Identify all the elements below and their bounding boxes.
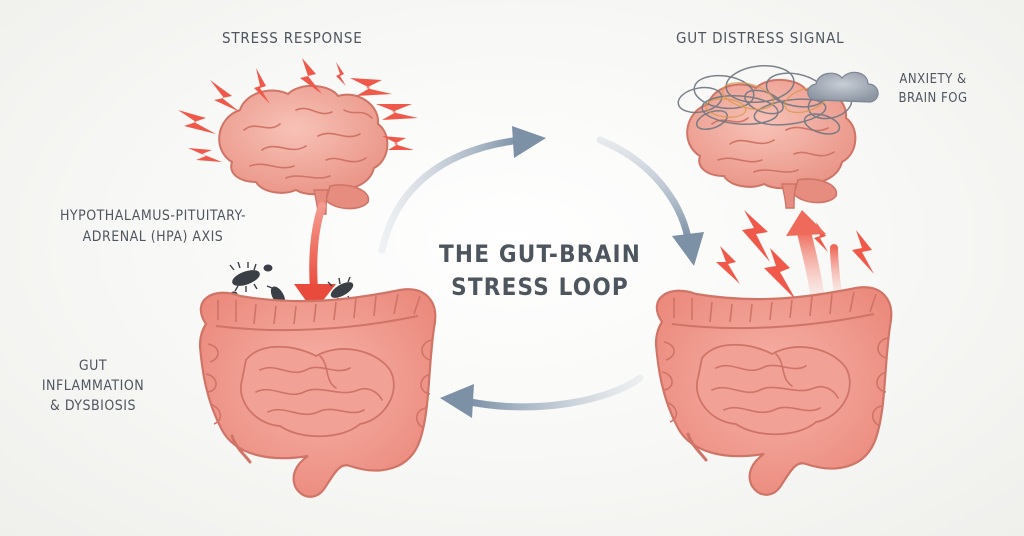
- cerebellum-right: [793, 178, 838, 204]
- bolt-icon: [716, 246, 740, 284]
- bacteria: [229, 261, 354, 310]
- gut-distress-signal-label: GUT DISTRESS SIGNAL: [676, 28, 876, 48]
- colon-sides-left: [205, 339, 433, 429]
- bolt-icon: [300, 58, 322, 94]
- appendix-right: [686, 432, 708, 462]
- gut-distress-signal-text: GUT DISTRESS SIGNAL: [676, 29, 845, 47]
- colon-sides-right: [661, 337, 889, 427]
- cycle-arrow-right: [596, 136, 692, 242]
- bolt-icon: [210, 80, 240, 112]
- colon-rim-left: [215, 315, 419, 332]
- gut-line-1: GUT: [78, 358, 108, 374]
- tangled-thoughts-accent: [705, 82, 828, 118]
- brain-folds-left: [243, 107, 373, 179]
- fog-cloud-icon: [807, 71, 879, 103]
- anxiety-brain-fog-label: ANXIETY & BRAIN FOG: [878, 70, 988, 108]
- bolt-icon: [178, 110, 216, 134]
- right-gut: [654, 286, 893, 496]
- brain-shape-left: [218, 85, 389, 196]
- left-gut: [198, 288, 437, 498]
- gut-signal-shaft: [797, 225, 825, 307]
- colon-haustra-right: [673, 291, 877, 323]
- bolt-icon: [764, 248, 796, 300]
- hpa-line-1: HYPOTHALAMUS-PITUITARY-: [59, 208, 247, 224]
- brain-stem-right: [781, 183, 797, 209]
- stress-response-text: STRESS RESPONSE: [222, 29, 363, 47]
- left-brain: [218, 85, 389, 215]
- gut-signal-arrowhead: [786, 210, 826, 236]
- bolt-icon: [188, 148, 222, 162]
- bolt-icon: [382, 136, 414, 150]
- bolt-icon: [350, 78, 392, 96]
- bolt-icon: [336, 62, 346, 86]
- bolt-icon: [814, 222, 828, 252]
- diagram-title: THE GUT-BRAIN STRESS LOOP: [420, 238, 660, 304]
- stress-bolts: [178, 58, 418, 162]
- cycle-arrowhead-right: [672, 232, 704, 266]
- colon-rim-right: [671, 313, 875, 330]
- bolt-icon: [742, 210, 770, 262]
- hpa-arrow-shaft: [309, 202, 326, 294]
- anxiety-line-2: BRAIN FOG: [898, 91, 968, 106]
- title-line-2: STRESS LOOP: [451, 273, 629, 301]
- bacterium-icon: [327, 276, 354, 304]
- bolt-icon: [852, 230, 874, 274]
- brain-folds-right: [711, 117, 835, 173]
- small-intestine-loops-right: [711, 353, 839, 414]
- bacterium-icon: [263, 264, 273, 272]
- gut-line-3: & DYSBIOSIS: [50, 398, 136, 414]
- cycle-arrowhead-top: [512, 126, 546, 158]
- anxiety-line-1: ANXIETY &: [899, 72, 967, 87]
- title-line-1: THE GUT-BRAIN: [439, 240, 641, 268]
- cycle-arrow-bottom: [466, 374, 644, 411]
- cycle-arrow-top: [378, 136, 524, 254]
- cycle-arrowhead-bottom: [440, 384, 474, 418]
- hpa-axis-label: HYPOTHALAMUS-PITUITARY- ADRENAL (HPA) AX…: [18, 206, 288, 248]
- distress-bolts: [716, 210, 874, 300]
- bolt-icon: [254, 68, 270, 104]
- hpa-line-2: ADRENAL (HPA) AXIS: [82, 229, 224, 245]
- colon-haustra-left: [217, 293, 421, 325]
- gut-signal-arrow: [786, 210, 842, 307]
- gut-inflammation-label: GUT INFLAMMATION & DYSBIOSIS: [38, 356, 148, 416]
- bolt-icon: [376, 104, 418, 120]
- stress-response-label: STRESS RESPONSE: [222, 28, 392, 48]
- right-brain: [677, 64, 857, 209]
- appendix-left: [230, 434, 252, 464]
- cycle-arrows: [378, 126, 704, 418]
- hpa-arrow: [294, 202, 336, 312]
- gut-line-2: INFLAMMATION: [41, 378, 145, 394]
- cerebellum-left: [325, 184, 370, 210]
- small-intestine-loops-left: [255, 355, 383, 416]
- gut-signal-shaft-2: [830, 244, 842, 300]
- hpa-arrowhead: [294, 284, 336, 312]
- bacterium-icon: [229, 261, 260, 292]
